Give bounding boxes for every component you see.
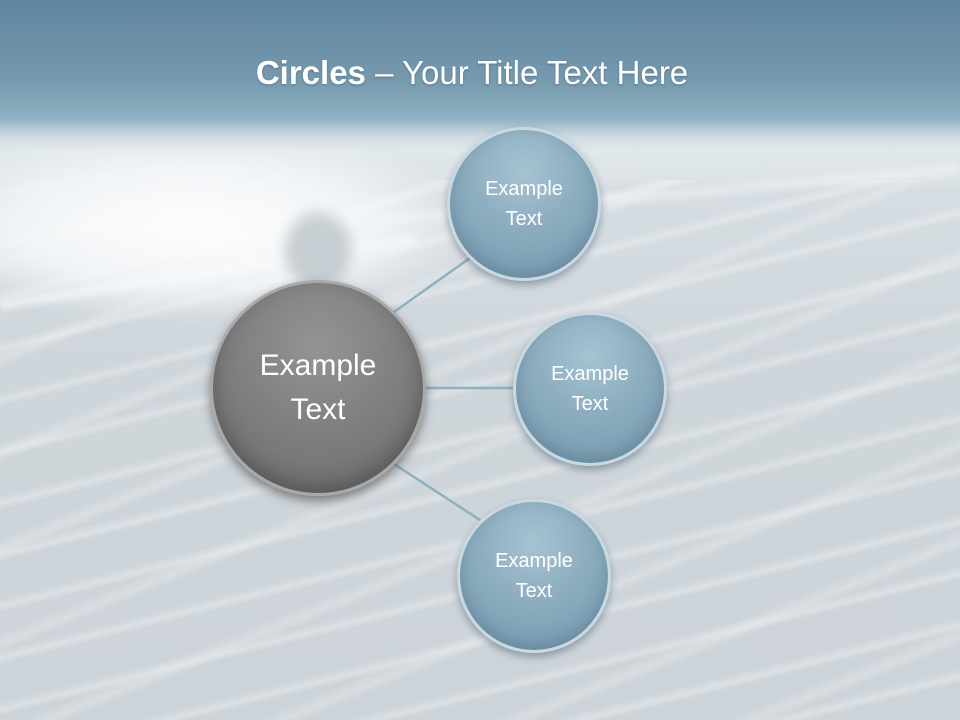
connector-line-bottom	[393, 462, 481, 522]
title-bold-part: Circles	[255, 54, 366, 91]
satellite-circle-label: Example Text	[551, 363, 629, 415]
slide-title: Circles – Your Title Text Here	[0, 54, 944, 92]
satellite-circle-top[interactable]: Example Text	[447, 127, 601, 281]
background-blurred-car	[0, 150, 480, 320]
satellite-circle-label: Example Text	[485, 178, 563, 230]
satellite-circle-bottom[interactable]: Example Text	[457, 499, 611, 653]
connector-line-top	[393, 256, 471, 314]
satellite-circle-middle[interactable]: Example Text	[513, 312, 667, 466]
center-circle-label: Example Text	[259, 349, 377, 426]
title-rest-part: – Your Title Text Here	[365, 54, 689, 91]
center-circle[interactable]: Example Text	[210, 280, 426, 496]
satellite-circle-label: Example Text	[495, 550, 573, 602]
